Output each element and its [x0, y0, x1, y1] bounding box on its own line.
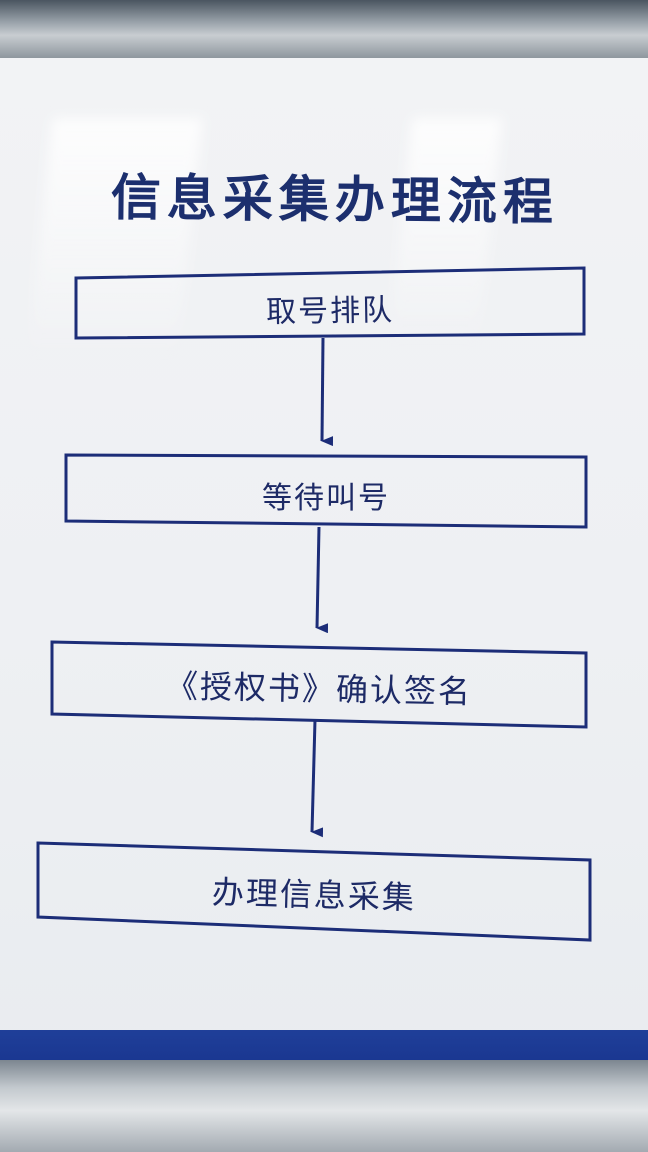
step-label-1: 取号排队	[265, 292, 395, 331]
flowchart-poster	[0, 58, 648, 1068]
arrow-2-to-3	[315, 526, 329, 634]
step-box-4	[36, 841, 592, 942]
frame-bottom-edge	[0, 1060, 648, 1152]
step-box-3	[50, 640, 588, 729]
step-box-1	[74, 266, 586, 340]
arrow-3-to-4	[310, 719, 324, 838]
step-label-2: 等待叫号	[262, 481, 390, 516]
step-box-2	[64, 453, 588, 529]
frame-top-edge	[0, 0, 648, 64]
arrow-1-to-2	[320, 337, 334, 447]
